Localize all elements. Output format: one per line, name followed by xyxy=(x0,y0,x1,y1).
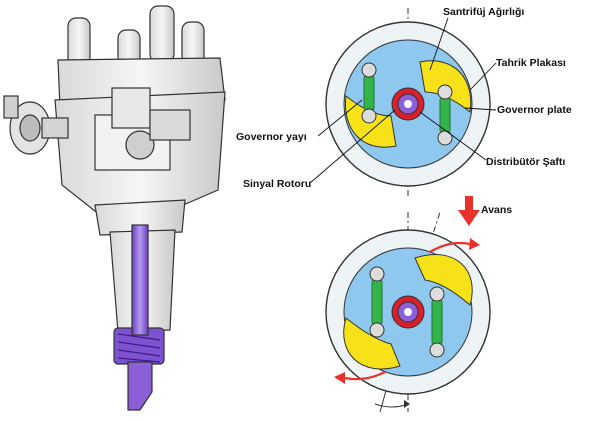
distributor-shaft-drawing xyxy=(131,224,149,336)
vacuum-advance-unit xyxy=(3,95,69,155)
governor-spring-top xyxy=(363,75,451,133)
leader-lines xyxy=(309,17,497,184)
rotation-arrow-lower xyxy=(344,371,386,381)
label-governor-plate: Governor plate xyxy=(497,104,572,116)
governor-bottom xyxy=(325,211,491,413)
distributor-illustration xyxy=(3,5,226,411)
label-governor-spring: Governor yayı xyxy=(236,131,307,143)
governor-top xyxy=(325,8,491,198)
label-centrifugal-weight: Santrifüj Ağırlığı xyxy=(443,6,524,18)
governor-spring-bottom xyxy=(371,279,443,345)
advance-arrow xyxy=(458,196,480,226)
drive-gear xyxy=(113,327,165,365)
label-distributor-shaft: Distribütör Şaftı xyxy=(486,156,565,168)
label-drive-plate: Tahrik Plakası xyxy=(496,57,566,69)
label-advance: Avans xyxy=(481,204,512,216)
rotation-arrow-upper xyxy=(429,241,471,253)
label-signal-rotor: Sinyal Rotoru xyxy=(243,178,311,190)
